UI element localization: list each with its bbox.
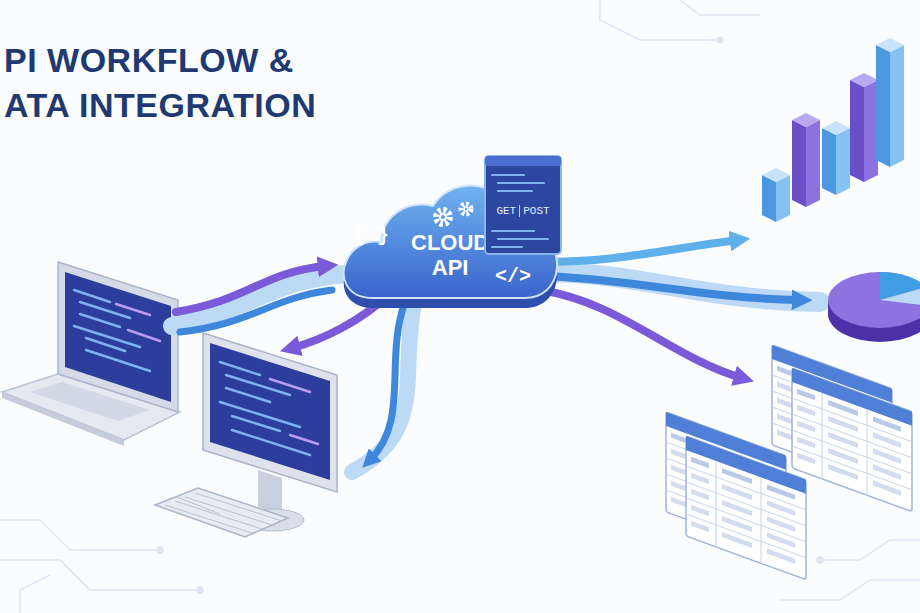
code-symbol: { } xyxy=(353,224,389,247)
title: PI WORKFLOW & ATA INTEGRATION xyxy=(4,38,354,128)
cloud-label: CLOUD API xyxy=(411,230,489,281)
code-window-node: GETPOST xyxy=(484,155,562,255)
bar-chart xyxy=(762,38,904,222)
pie-chart xyxy=(828,272,920,342)
gear-icon xyxy=(436,204,471,224)
code-symbol: </> xyxy=(495,265,531,288)
data-tables xyxy=(666,345,912,580)
http-method: POST xyxy=(519,205,552,217)
http-method: GET xyxy=(493,205,519,217)
method-row: GETPOST xyxy=(484,205,562,217)
code-window-shape xyxy=(484,155,562,255)
laptop xyxy=(2,262,180,446)
code-window xyxy=(485,156,561,254)
desktop-monitor xyxy=(155,333,337,537)
window-bar xyxy=(485,156,561,166)
